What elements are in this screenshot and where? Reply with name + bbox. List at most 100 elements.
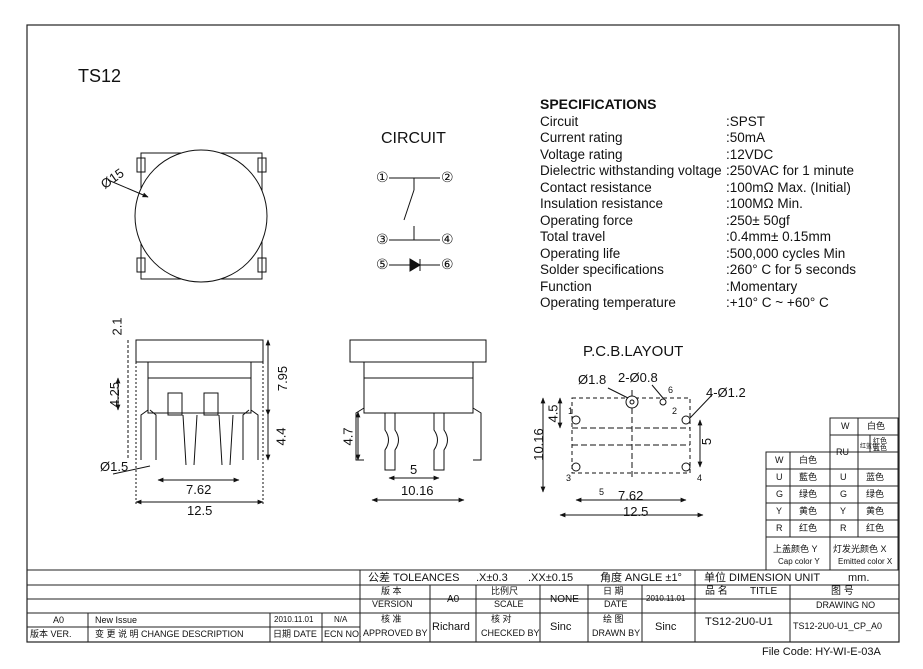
- led-color-caption-cn: 灯发光颜色 X: [833, 544, 887, 554]
- dim-total-height: 7.95: [275, 365, 291, 392]
- circuit-pin-6: ⑥: [441, 256, 454, 272]
- version-en: VERSION: [372, 599, 413, 609]
- dimension-unit-value: mm.: [848, 572, 870, 584]
- approved-cn: 核 准: [381, 614, 402, 624]
- circuit-title: CIRCUIT: [381, 130, 446, 147]
- drawing-no-cn: 图 号: [831, 586, 854, 597]
- spec-label: Solder specifications: [540, 262, 664, 277]
- cap-color-name: 藍色: [799, 472, 818, 482]
- circuit-pin-2: ②: [441, 169, 454, 185]
- pcb-pin-4: 4: [697, 473, 703, 483]
- cap-color-caption-cn: 上盖颜色 Y: [773, 544, 818, 554]
- drawn-value: Sinc: [655, 621, 677, 633]
- spec-value: :Momentary: [726, 279, 798, 294]
- dim-pin-span: 7.62: [186, 482, 212, 497]
- spec-label: Insulation resistance: [540, 196, 664, 211]
- pcb-pin-1: 1: [568, 406, 574, 416]
- led-color-name: 蓝色: [866, 472, 885, 482]
- dim-pin-length: 4.4: [273, 427, 289, 446]
- top-view: [107, 149, 268, 283]
- pcb-pin-3: 3: [566, 473, 572, 483]
- name-cn: 品 名: [705, 586, 728, 597]
- spec-label: Total travel: [540, 229, 606, 244]
- header-ecn: ECN NO.: [324, 629, 362, 639]
- drawing-no-value: TS12-2U0-U1_CP_A0: [793, 621, 883, 631]
- drawn-en: DRAWN BY: [592, 628, 641, 638]
- date-en: DATE: [604, 599, 628, 609]
- led-color-name: 红色: [873, 438, 887, 445]
- tolerance-x: .X±0.3: [476, 572, 508, 584]
- led-color-name: 蓝色: [873, 445, 887, 452]
- circuit-pin-3: ③: [376, 231, 389, 247]
- led-color-name: 绿色: [866, 489, 885, 499]
- title-en: TITLE: [750, 586, 778, 597]
- dim-cap-height: 2.1: [109, 317, 125, 336]
- approved-value: Richard: [432, 621, 470, 633]
- checked-cn: 核 对: [491, 614, 512, 624]
- spec-label: Voltage rating: [540, 147, 623, 162]
- dimension-unit-label: 单位 DIMENSION UNIT: [704, 572, 821, 584]
- pcb-dim-12-5: 12.5: [623, 504, 649, 519]
- revision-date: 2010.11.01: [274, 615, 314, 624]
- header-description: 变 更 说 明 CHANGE DESCRIPTION: [95, 629, 244, 639]
- scale-cn: 比例尺: [491, 586, 519, 596]
- drawing-no-en: DRAWING NO: [816, 600, 876, 610]
- spec-value: :100MΩ Min.: [726, 196, 803, 211]
- revision-ecn: N/A: [334, 615, 348, 624]
- header-date: 日期 DATE: [273, 629, 317, 639]
- led-color-code: RU: [836, 447, 849, 457]
- led-color-code: R: [840, 523, 847, 533]
- spec-value: :SPST: [726, 114, 766, 129]
- spec-label: Dielectric withstanding voltage: [540, 163, 722, 178]
- spec-value: :12VDC: [726, 147, 774, 162]
- spec-label: Operating temperature: [540, 295, 676, 310]
- front-view: [112, 339, 271, 505]
- led-color-name: 黄色: [866, 506, 885, 516]
- scale-value: NONE: [550, 594, 579, 605]
- dim-side-pin-length: 4.7: [340, 427, 356, 446]
- dim-side-width: 10.16: [401, 483, 434, 498]
- pcb-layout: [540, 384, 713, 518]
- spec-label: Function: [540, 279, 592, 294]
- header-version: 版本 VER.: [30, 629, 72, 639]
- title-value: TS12-2U0-U1: [705, 616, 773, 628]
- pcb-dim-5: 5: [699, 437, 715, 446]
- pcb-dim-10-16: 10.16: [530, 428, 546, 461]
- led-color-name: 白色: [867, 421, 886, 431]
- cap-color-code: W: [775, 455, 784, 465]
- spec-label: Operating life: [540, 246, 621, 261]
- date-value: 2010.11.01: [646, 594, 686, 603]
- spec-value: :100mΩ Max. (Initial): [726, 180, 851, 195]
- title-block: [27, 569, 899, 643]
- tolerance-xx: .XX±0.15: [528, 572, 574, 584]
- cap-color-code: R: [776, 523, 783, 533]
- specifications-heading: SPECIFICATIONS: [540, 96, 657, 112]
- spec-label: Operating force: [540, 213, 634, 228]
- cap-color-caption-en: Cap color Y: [778, 557, 820, 566]
- file-code: File Code: HY-WI-E-03A: [762, 646, 881, 658]
- led-color-code: Y: [840, 506, 847, 516]
- led-color-code: U: [840, 472, 847, 482]
- spec-value: :250VAC for 1 minute: [726, 163, 855, 178]
- pcb-dim-7-62: 7.62: [618, 488, 644, 503]
- led-color-name: 红蓝色: [860, 444, 879, 450]
- pcb-dim-4-5: 4.5: [545, 404, 561, 423]
- led-color-caption-en: Emitted color X: [838, 557, 893, 566]
- pcb-pin-2: 2: [672, 406, 678, 416]
- cap-color-name: 红色: [799, 523, 818, 533]
- spec-value: :500,000 cycles Min: [726, 246, 846, 261]
- revision-description: New Issue: [95, 615, 138, 625]
- led-color-name: 红色: [866, 523, 885, 533]
- drawn-cn: 绘 图: [603, 614, 624, 624]
- pcb-dim-6: 6: [668, 385, 674, 395]
- circuit-diagram: [389, 177, 440, 272]
- cap-color-name: 黄色: [799, 506, 818, 516]
- dim-pin-diameter: Ø1.5: [100, 459, 129, 474]
- pcb-dim-5b: 5: [599, 487, 605, 497]
- spec-value: :260° C for 5 seconds: [726, 262, 856, 277]
- checked-value: Sinc: [550, 621, 572, 633]
- spec-value: :+10° C ~ +60° C: [726, 295, 829, 310]
- side-view: [349, 339, 487, 503]
- approved-en: APPROVED BY: [363, 628, 428, 638]
